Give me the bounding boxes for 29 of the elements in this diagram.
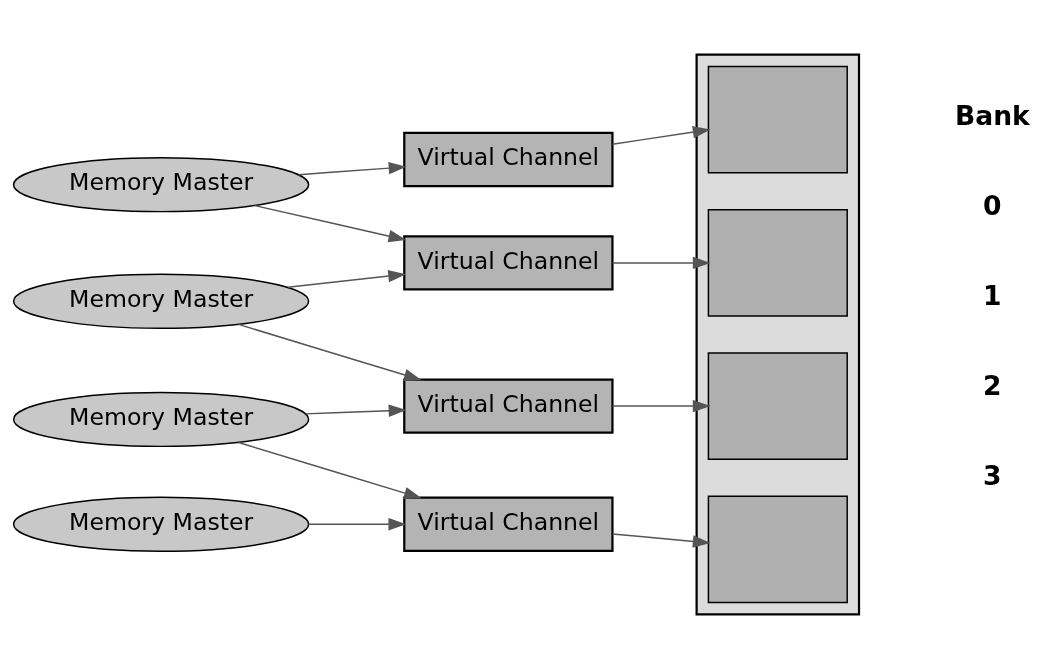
label: Bank (954, 99, 1030, 131)
node-ellipse: Memory Master (12, 496, 310, 552)
node-ellipse: Memory Master (12, 391, 310, 447)
arrow (297, 161, 407, 175)
arrow (254, 204, 407, 242)
node-box: Virtual Channel (403, 131, 614, 187)
node-box: Virtual Channel (403, 234, 614, 291)
arrow (611, 125, 711, 145)
node-box: Virtual Channel (403, 377, 614, 434)
arrow (611, 256, 711, 269)
arrow (611, 532, 711, 548)
node-box: Virtual Channel (403, 496, 614, 552)
node-box (707, 65, 848, 174)
arrow (287, 269, 406, 288)
label: 1 (983, 279, 1002, 311)
arrow (307, 517, 407, 530)
cluster (695, 53, 861, 615)
arrow (611, 399, 711, 412)
arrow (237, 441, 422, 499)
label: 0 (983, 189, 1002, 221)
label: 2 (983, 369, 1002, 401)
node-ellipse: Memory Master (12, 156, 310, 212)
label: 3 (983, 459, 1002, 491)
arrow (304, 403, 407, 417)
arrow (237, 323, 422, 381)
node-box (707, 351, 848, 460)
node-ellipse: Memory Master (12, 273, 310, 329)
node-box (707, 208, 848, 317)
node-box (707, 494, 848, 603)
